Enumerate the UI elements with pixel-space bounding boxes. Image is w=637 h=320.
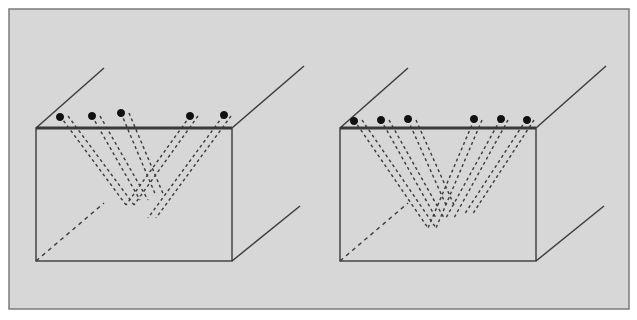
left-block-hidden-edge [35, 202, 105, 262]
left-fringe-line [59, 115, 127, 206]
right-block-back-left-edge [339, 67, 409, 129]
left-block-back-left-edge [35, 67, 105, 129]
right-fringe-line [388, 119, 445, 219]
right-block-hidden-edge [339, 202, 409, 262]
right-fringe-line [427, 119, 475, 229]
right-block-fringe-lines [353, 119, 535, 229]
right-block-beads [350, 115, 531, 125]
left-block-fringe-lines [59, 112, 232, 219]
bead-marker [56, 113, 64, 121]
bead-marker [350, 117, 358, 125]
left-block [35, 65, 305, 262]
left-fringe-line [133, 115, 199, 206]
left-block-back-right-edge [231, 65, 305, 129]
right-block-back-right-edge [535, 65, 607, 129]
bead-marker [88, 112, 96, 120]
left-fringe-line [91, 115, 141, 201]
right-fringe-line [361, 119, 437, 229]
bead-marker [404, 115, 412, 123]
bead-marker [523, 116, 531, 124]
bead-marker [497, 115, 505, 123]
bead-marker [377, 116, 385, 124]
left-fringe-line [67, 115, 135, 206]
right-fringe-line [353, 119, 429, 229]
left-fringe-line [125, 115, 191, 206]
right-block-right-bottom-edge [535, 205, 605, 262]
right-block [339, 65, 607, 262]
left-block-right-bottom-edge [231, 205, 301, 262]
right-fringe-line [445, 119, 501, 219]
bead-marker [117, 109, 125, 117]
right-fringe-line [453, 119, 509, 219]
right-fringe-line [435, 119, 483, 229]
bead-marker [220, 111, 228, 119]
right-fringe-line [471, 119, 535, 216]
bead-marker [186, 112, 194, 120]
bead-marker [470, 115, 478, 123]
left-block-beads [56, 109, 228, 121]
right-fringe-line [463, 119, 527, 216]
right-fringe-line [380, 119, 437, 219]
figure-background [8, 8, 630, 310]
